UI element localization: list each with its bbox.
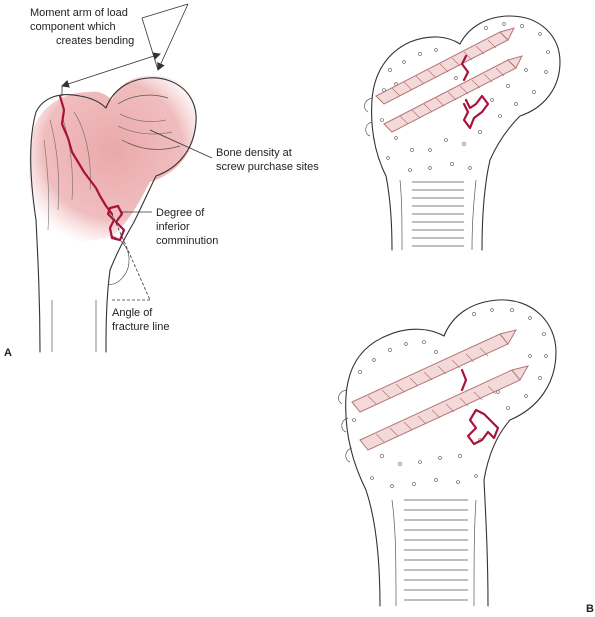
lag-screw-upper-1 xyxy=(375,27,515,105)
fracture-line-b2 xyxy=(460,368,468,392)
comminution-fragments-b2 xyxy=(466,408,500,446)
comminution-fragments-a xyxy=(106,204,126,242)
bone-density-label: Bone density at screw purchase sites xyxy=(216,147,319,173)
panel-label-b: B xyxy=(586,603,594,615)
trabecular-texture-b1 xyxy=(380,22,550,172)
moment-arm-label: Moment arm of load component which creat… xyxy=(30,7,134,47)
panel-b-lower: B xyxy=(338,299,594,615)
trabecular-texture-b2 xyxy=(352,308,548,488)
panel-a: Moment arm of load component which creat… xyxy=(4,3,319,359)
medullary-canal-b2 xyxy=(404,499,468,601)
fracture-angle-label: Angle of fracture line xyxy=(112,307,169,333)
bone-density-region xyxy=(29,75,197,241)
lag-screw-lower-2 xyxy=(359,365,530,451)
load-arrow-2 xyxy=(141,3,189,19)
load-arrow-1 xyxy=(157,3,189,71)
comminution-label: Degree of inferior comminution xyxy=(156,207,218,247)
medullary-canal-b1 xyxy=(412,181,464,247)
comminution-fragments-b1 xyxy=(462,94,490,130)
femur-outline-b1 xyxy=(371,15,561,251)
femur-outline-b2 xyxy=(345,299,557,607)
lag-screw-lower-1 xyxy=(351,329,518,413)
panel-b-upper xyxy=(364,15,561,251)
fracture-line-b1 xyxy=(460,54,470,82)
panel-label-a: A xyxy=(4,347,12,359)
fracture-angle-line xyxy=(111,213,151,301)
lag-screw-upper-2 xyxy=(383,55,523,133)
moment-arm-arrow xyxy=(61,52,161,88)
fracture-line-a xyxy=(58,94,114,216)
